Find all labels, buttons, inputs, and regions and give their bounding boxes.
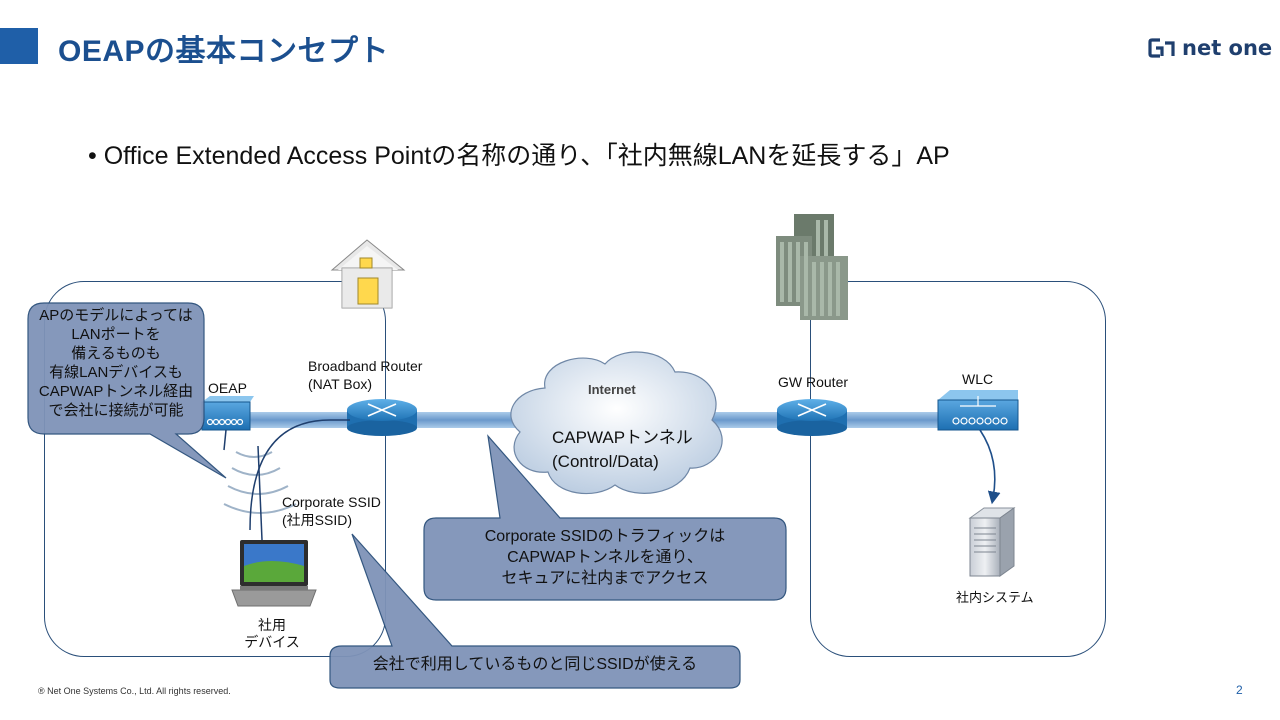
broadband-router-label-line2: (NAT Box)	[308, 376, 373, 392]
corporate-building-icon	[776, 214, 848, 320]
laptop-icon	[231, 540, 317, 607]
company-device-label: 社用 デバイス	[236, 617, 308, 651]
bullet-point: • Office Extended Access Pointの名称の通り、「社内…	[88, 136, 950, 172]
home-icon	[330, 239, 406, 309]
capwap-tunnel-label-line2: (Control/Data)	[552, 452, 659, 471]
traffic-callout-line: CAPWAPトンネルを通り、	[507, 549, 703, 566]
ap-lan-callout-line: 有線LANデバイスも	[49, 364, 183, 381]
page-title: OEAPの基本コンセプト	[58, 35, 390, 68]
traffic-callout-shape	[423, 434, 787, 601]
wireless-signal-icon	[223, 451, 297, 514]
wlc-device-icon	[937, 390, 1019, 431]
oeap-to-waves-line	[223, 429, 227, 451]
logo-text: net one	[1182, 36, 1273, 60]
page-number: 2	[1236, 683, 1243, 697]
oeap-device-icon	[201, 396, 254, 431]
same-ssid-callout-text: 会社で利用しているものと同じSSIDが使える	[372, 656, 698, 673]
oeap-label: OEAP	[208, 380, 247, 396]
home-region	[44, 281, 386, 657]
corporate-ssid-label-line1: Corporate SSID	[282, 494, 381, 510]
device-connection-line	[249, 419, 350, 531]
bullet-marker: •	[88, 142, 104, 170]
corporate-ssid-label-line2: (社用SSID)	[282, 512, 352, 528]
capwap-tunnel-label: CAPWAPトンネル (Control/Data)	[552, 426, 693, 474]
gw-router-label: GW Router	[778, 374, 849, 390]
ap-lan-callout-line: で会社に接続が可能	[48, 402, 184, 419]
ap-lan-callout-line: LANポートを	[71, 326, 161, 343]
traffic-callout-line: Corporate SSIDのトラフィックは	[484, 528, 726, 545]
ap-lan-callout-text: APのモデルによっては LANポートを 備えるものも 有線LANデバイスも CA…	[30, 306, 202, 420]
capwap-tunnel-label-line1: CAPWAPトンネル	[552, 428, 693, 447]
traffic-callout-text: Corporate SSIDのトラフィックは CAPWAPトンネルを通り、 セキ…	[426, 526, 784, 589]
same-ssid-callout-shape	[329, 533, 741, 689]
wlc-label: WLC	[962, 371, 994, 387]
broadband-router-icon	[347, 399, 417, 436]
broadband-router-label: Broadband Router (NAT Box)	[308, 357, 422, 393]
internet-label: Internet	[588, 382, 636, 397]
netone-logo-icon	[1148, 38, 1175, 58]
server-icon	[968, 507, 1016, 577]
ap-lan-callout-line: APのモデルによっては	[39, 307, 193, 324]
ap-lan-callout-line: CAPWAPトンネル経由	[38, 383, 194, 400]
broadband-router-label-line1: Broadband Router	[308, 358, 423, 374]
corporate-ssid-label: Corporate SSID (社用SSID)	[282, 493, 381, 529]
internal-system-label: 社内システム	[956, 590, 1034, 605]
corporate-region	[810, 281, 1106, 657]
company-logo: net one	[1148, 36, 1272, 60]
bullet-text: Office Extended Access Pointの名称の通り、「社内無線…	[103, 142, 950, 170]
company-device-label-line2: デバイス	[244, 634, 300, 650]
title-accent-bar	[0, 28, 38, 64]
internet-cloud	[510, 351, 723, 495]
ap-lan-callout-shape	[27, 302, 227, 479]
traffic-callout-line: セキュアに社内までアクセス	[501, 570, 709, 587]
ssid-connection-line	[257, 445, 263, 541]
gw-router-icon	[777, 399, 847, 436]
wlc-to-system-arrow	[979, 429, 1001, 505]
company-device-label-line1: 社用	[258, 617, 286, 633]
ap-lan-callout-line: 備えるものも	[71, 345, 161, 362]
copyright-text: ® Net One Systems Co., Ltd. All rights r…	[38, 686, 231, 696]
